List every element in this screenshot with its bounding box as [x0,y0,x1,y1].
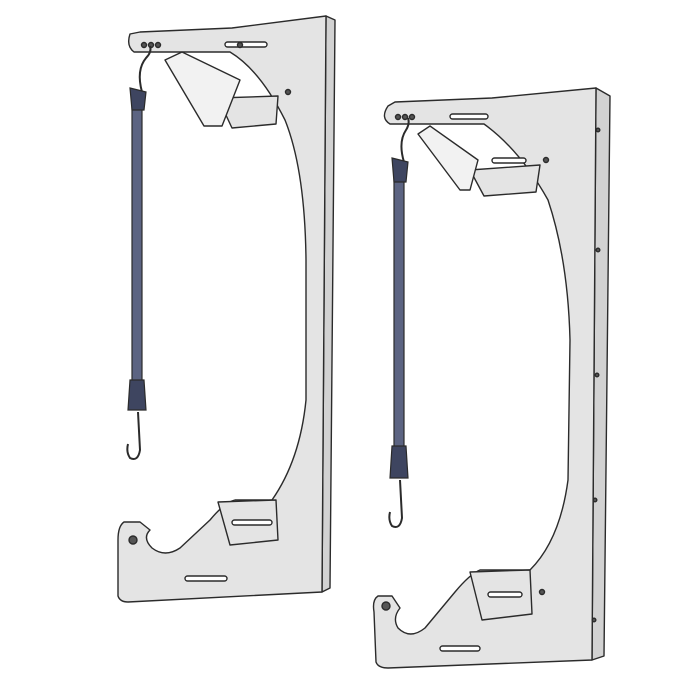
right-strap-body [393,171,405,458]
right-slot [439,645,481,652]
left-bracket [117,15,336,603]
left-hole [128,535,138,545]
right-hole [595,127,601,133]
left-slot [231,519,273,526]
right-strap-end [391,157,409,183]
left-hole [154,41,162,49]
left-hole [236,41,244,49]
right-hole [381,601,391,611]
right-slot [491,157,527,164]
left-pivot-arm [164,51,241,127]
right-top-hook [400,117,410,163]
left-hole [284,88,292,96]
right-strap [388,117,410,528]
right-hole [394,113,402,121]
right-hole [591,617,597,623]
right-hole [542,156,550,164]
left-top-plate [217,95,279,129]
right-hole [408,113,416,121]
right-strap-end [389,445,409,479]
right-top-plate [469,164,541,197]
right-slot [449,113,489,120]
left-strap [126,45,152,460]
right-hole [592,497,598,503]
right-hole [594,372,600,378]
left-strap-end [127,379,147,411]
right-hole [401,113,409,121]
right-hole [538,588,546,596]
right-slot [487,591,523,598]
right-pivot-arm [417,125,479,191]
left-slot [184,575,228,582]
left-slot [224,41,268,48]
left-bottom-hook [126,411,142,460]
right-bracket [372,87,611,669]
left-strap-end [129,87,147,111]
right-hole [595,247,601,253]
left-hole [140,41,148,49]
left-strap-body [131,99,143,391]
right-bottom-hook [388,479,404,528]
left-top-hook [138,45,152,93]
